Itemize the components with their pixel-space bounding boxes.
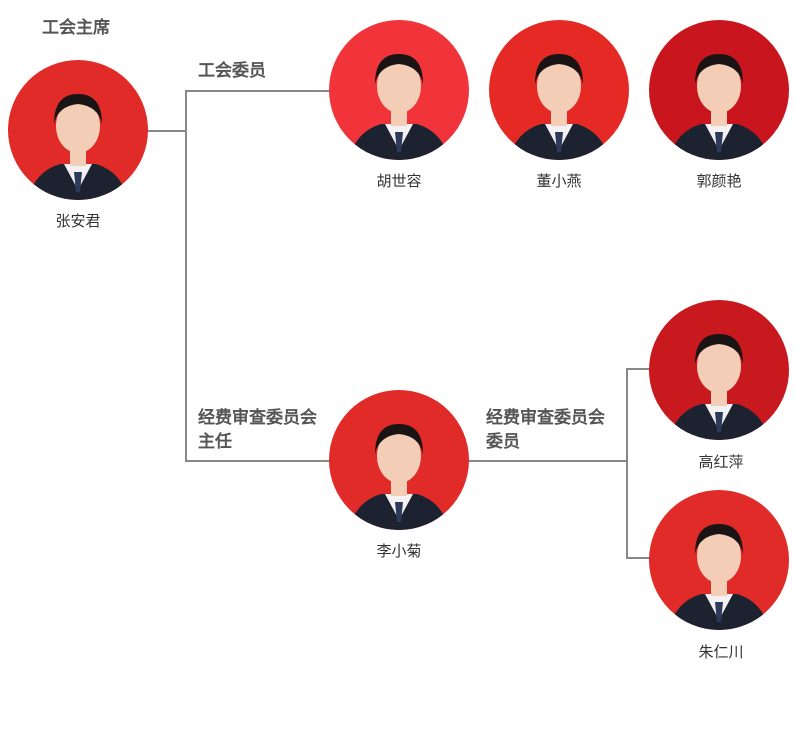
portrait-graphic [8,60,148,200]
chairman-name: 张安君 [55,212,101,230]
audit-member-2-name: 朱仁川 [698,643,744,661]
audit-director-avatar [329,390,469,530]
chairman-heading: 工会主席 [42,18,110,38]
portrait-graphic [649,490,789,630]
member-1-name: 胡世容 [376,172,422,190]
connector-audit-member-2 [626,557,650,559]
members-heading: 工会委员 [198,61,266,81]
member-2-name: 董小燕 [536,172,582,190]
audit-member-2-avatar [649,490,789,630]
member-2-avatar [489,20,629,160]
portrait-graphic [649,20,789,160]
connector-audit-member-1 [626,368,650,370]
audit-director-heading: 经费审查委员会 主任 [198,408,317,452]
portrait-graphic [649,300,789,440]
audit-member-1-avatar [649,300,789,440]
portrait-graphic [489,20,629,160]
connector-chairman-horizontal [147,130,186,132]
connector-director-horizontal [185,460,330,462]
connector-members-horizontal [185,90,330,92]
portrait-graphic [329,390,469,530]
connector-audit-horizontal [469,460,627,462]
member-3-name: 郭颜艳 [696,172,742,190]
portrait-graphic [329,20,469,160]
audit-member-1-name: 高红萍 [698,453,744,471]
chairman-avatar [8,60,148,200]
audit-members-heading: 经费审查委员会 委员 [486,408,605,452]
connector-audit-vertical [626,368,628,559]
connector-trunk-vertical [185,90,187,462]
audit-director-name: 李小菊 [376,542,422,560]
member-1-avatar [329,20,469,160]
member-3-avatar [649,20,789,160]
